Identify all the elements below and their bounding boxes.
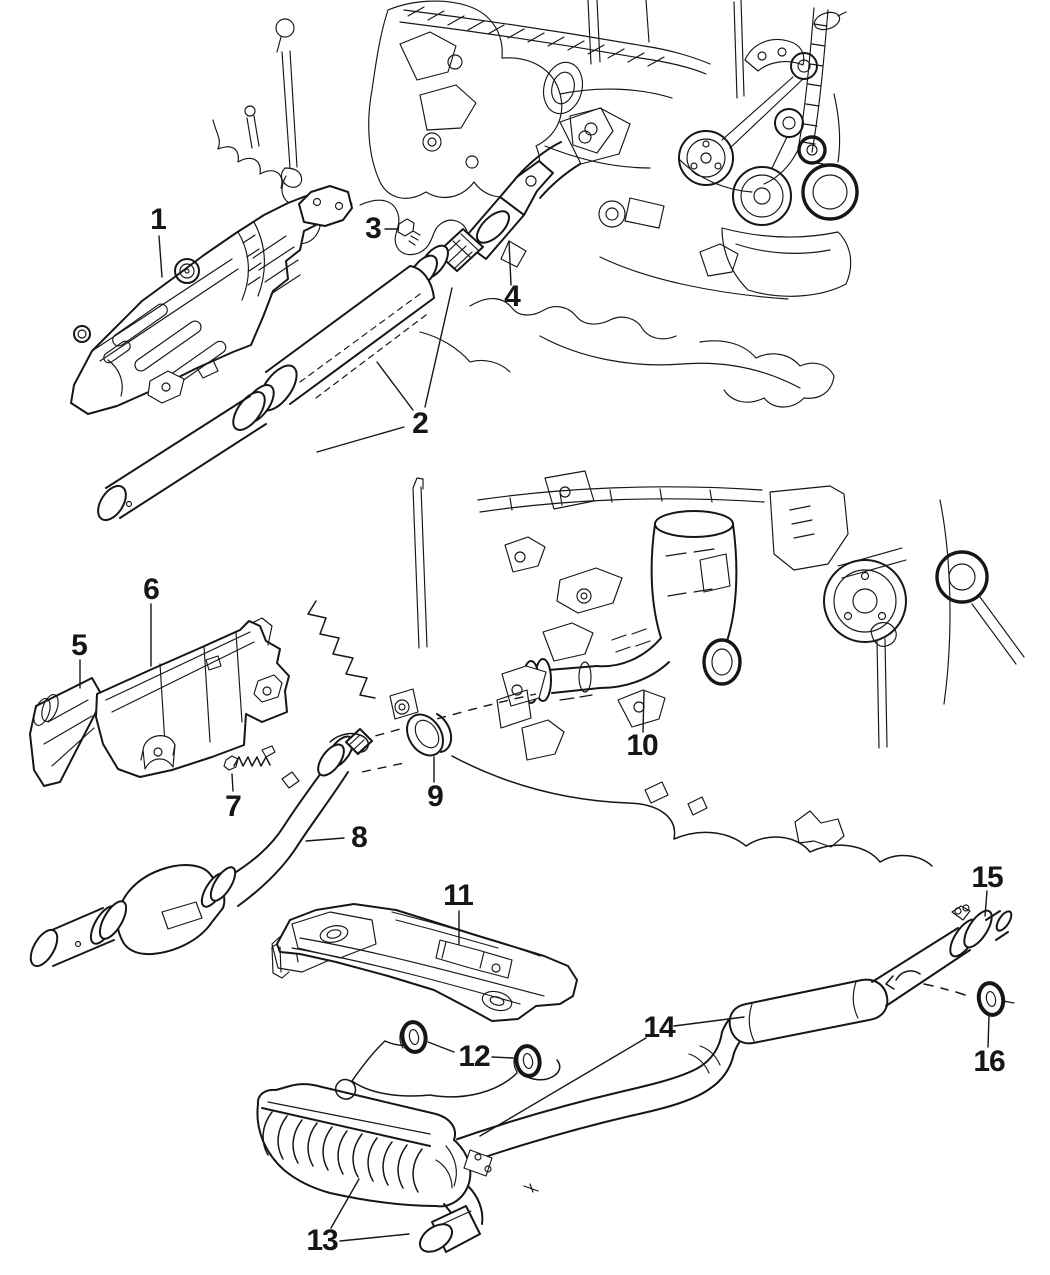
callout-14: 14 [643, 1011, 675, 1044]
callout-16: 16 [973, 1045, 1005, 1078]
insulator-hangers-12 [351, 1020, 561, 1098]
callout-9: 9 [427, 780, 444, 813]
callout-2: 2 [412, 407, 429, 440]
callout-12: 12 [458, 1040, 490, 1073]
top-heat-shield [70, 185, 353, 415]
top-bolt [397, 218, 421, 246]
callout-8: 8 [351, 821, 368, 854]
leader-lines [79, 228, 990, 1242]
callout-10: 10 [626, 729, 658, 762]
top-view-converter-coupling [408, 141, 581, 290]
callout-1: 1 [150, 203, 167, 236]
callout-15: 15 [971, 861, 1003, 894]
callout-7: 7 [225, 790, 242, 823]
exhaust-clamp-9 [406, 713, 453, 757]
callout-3: 3 [365, 212, 382, 245]
tailpipe-insulator-16 [976, 981, 1015, 1017]
front-muffler-assembly [97, 265, 435, 522]
resonator-tailpipe-14 [445, 904, 1013, 1169]
mid-heat-shields [29, 617, 290, 787]
mid-view-engine [412, 470, 1025, 761]
callout-4: 4 [504, 280, 521, 313]
callout-6: 6 [143, 573, 160, 606]
top-view-dipstick-rod [244, 18, 303, 188]
callout-13: 13 [306, 1224, 338, 1257]
callout-5: 5 [71, 629, 88, 662]
front-exhaust-pipe [29, 688, 537, 968]
rear-muffler-13 [256, 1078, 539, 1253]
spring-bolt-7 [223, 745, 276, 771]
rear-heat-shield-11 [271, 903, 578, 1022]
callout-11: 11 [443, 879, 474, 912]
